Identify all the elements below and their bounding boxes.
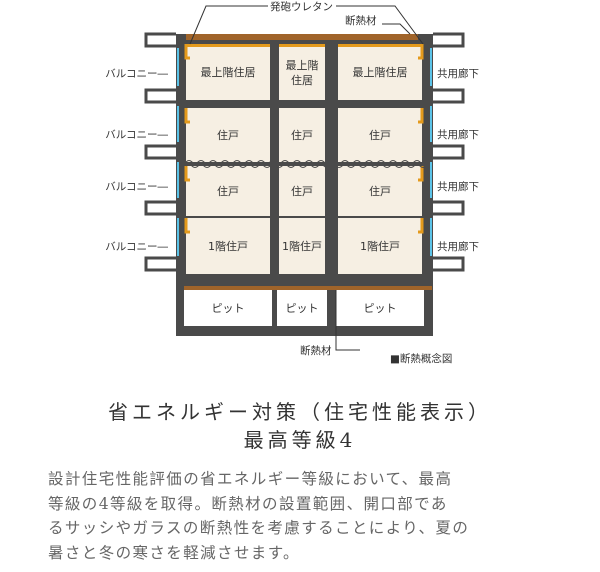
ceiling-insulation xyxy=(338,44,422,47)
balcony-label: バルコニー― xyxy=(105,181,168,193)
pit-cell xyxy=(336,290,424,326)
room-cell xyxy=(338,218,422,274)
callout-foam-urethane: 発砲ウレタン xyxy=(270,0,333,13)
corridor-label: 共用廊下 xyxy=(437,128,479,141)
ceiling-insulation xyxy=(279,44,325,47)
balcony-label: バルコニー― xyxy=(105,68,168,80)
wall-insulation xyxy=(418,108,424,124)
balcony-slab xyxy=(144,256,176,272)
break-wave-lines xyxy=(185,160,427,168)
room-label: 住戸 xyxy=(369,184,391,198)
corridor-slab xyxy=(433,144,465,160)
balcony-label: バルコニー― xyxy=(105,241,168,253)
roof-insulation-bar xyxy=(186,34,418,40)
room-label: 1階住戸 xyxy=(208,239,248,253)
room-cell xyxy=(338,166,422,216)
wall-insulation xyxy=(184,166,190,182)
callout-line-foam-right xyxy=(336,5,424,45)
room-cell xyxy=(186,44,270,100)
pit-label: ピット xyxy=(286,302,319,315)
room-cell xyxy=(186,218,270,274)
wall-insulation xyxy=(184,44,190,60)
room-label: 最上階 xyxy=(286,58,319,72)
corridor-slab xyxy=(433,256,465,272)
balcony-label: バルコニー― xyxy=(105,129,168,141)
room-cell xyxy=(338,108,422,162)
insulation-layer xyxy=(184,34,432,290)
callout-line-insulation-bottom xyxy=(335,290,360,351)
ceiling-insulation xyxy=(186,44,270,47)
break-wave xyxy=(185,160,427,164)
corridor-label: 共用廊下 xyxy=(437,67,479,80)
room-label: 住戸 xyxy=(217,184,239,198)
room-cell xyxy=(279,166,325,216)
pit-label: ピット xyxy=(212,302,245,315)
description-line: 等級の4等級を取得。断熱材の設置範囲、開口部であ xyxy=(48,494,448,513)
room-label: 住戸 xyxy=(291,184,313,198)
corridor-slab xyxy=(433,200,465,216)
room-cell xyxy=(338,44,422,100)
break-wave xyxy=(185,164,427,168)
room-label: 最上階住居 xyxy=(353,65,408,79)
room-label: 住戸 xyxy=(217,128,239,142)
description-text: 設計住宅性能評価の省エネルギー等級において、最高 等級の4等級を取得。断熱材の設… xyxy=(48,467,560,565)
callout-line-insulation-top xyxy=(382,23,411,35)
room-cell xyxy=(279,218,325,274)
heading-line1: 省エネルギー対策（住宅性能表示） xyxy=(108,400,492,424)
callout-line-foam xyxy=(189,5,268,45)
corridor-label: 共用廊下 xyxy=(437,240,479,253)
room-label: 住戸 xyxy=(369,128,391,142)
balcony-slab xyxy=(144,200,176,216)
balcony-slab xyxy=(144,32,176,48)
callout-insulation-top: 断熱材 xyxy=(345,14,377,27)
balcony-slab xyxy=(144,88,176,104)
callout-insulation-bottom: 断熱材 xyxy=(300,344,332,357)
heading-line2: 最高等級4 xyxy=(243,428,357,452)
room-cell xyxy=(186,108,270,162)
wall-insulation xyxy=(418,218,424,234)
corridor-slab xyxy=(433,32,465,48)
description-line: 設計住宅性能評価の省エネルギー等級において、最高 xyxy=(48,470,453,488)
legend-label: ■断熱概念図 xyxy=(390,352,452,365)
room-label: 住戸 xyxy=(291,128,313,142)
room-cell xyxy=(279,44,325,100)
room-label: 1階住戸 xyxy=(360,239,400,253)
wall-insulation xyxy=(184,218,190,234)
description-line: 暑さと冬の寒さを軽減させます。 xyxy=(48,543,300,562)
description-line: るサッシやガラスの断熱性を考慮することにより、夏の xyxy=(48,519,470,537)
room-label: 1階住戸 xyxy=(282,239,322,253)
room-label: 住居 xyxy=(291,73,313,87)
corridor-label: 共用廊下 xyxy=(437,180,479,193)
pit-cell xyxy=(184,290,272,326)
window-glass-lines xyxy=(177,48,432,256)
pit-label: ピット xyxy=(364,302,397,315)
room-label: 最上階住居 xyxy=(201,65,256,79)
pit-insulation-bar xyxy=(184,286,432,290)
room-cell xyxy=(186,166,270,216)
room-cell xyxy=(279,108,325,162)
corridor-slab xyxy=(433,88,465,104)
diagram-labels: バルコニー―共用廊下バルコニー―共用廊下バルコニー―共用廊下バルコニー―共用廊下… xyxy=(105,0,479,365)
wall-insulation xyxy=(184,108,190,124)
pit-cell xyxy=(277,290,327,326)
wall-insulation xyxy=(418,166,424,182)
wall-insulation xyxy=(418,44,424,60)
balcony-slab xyxy=(144,144,176,160)
